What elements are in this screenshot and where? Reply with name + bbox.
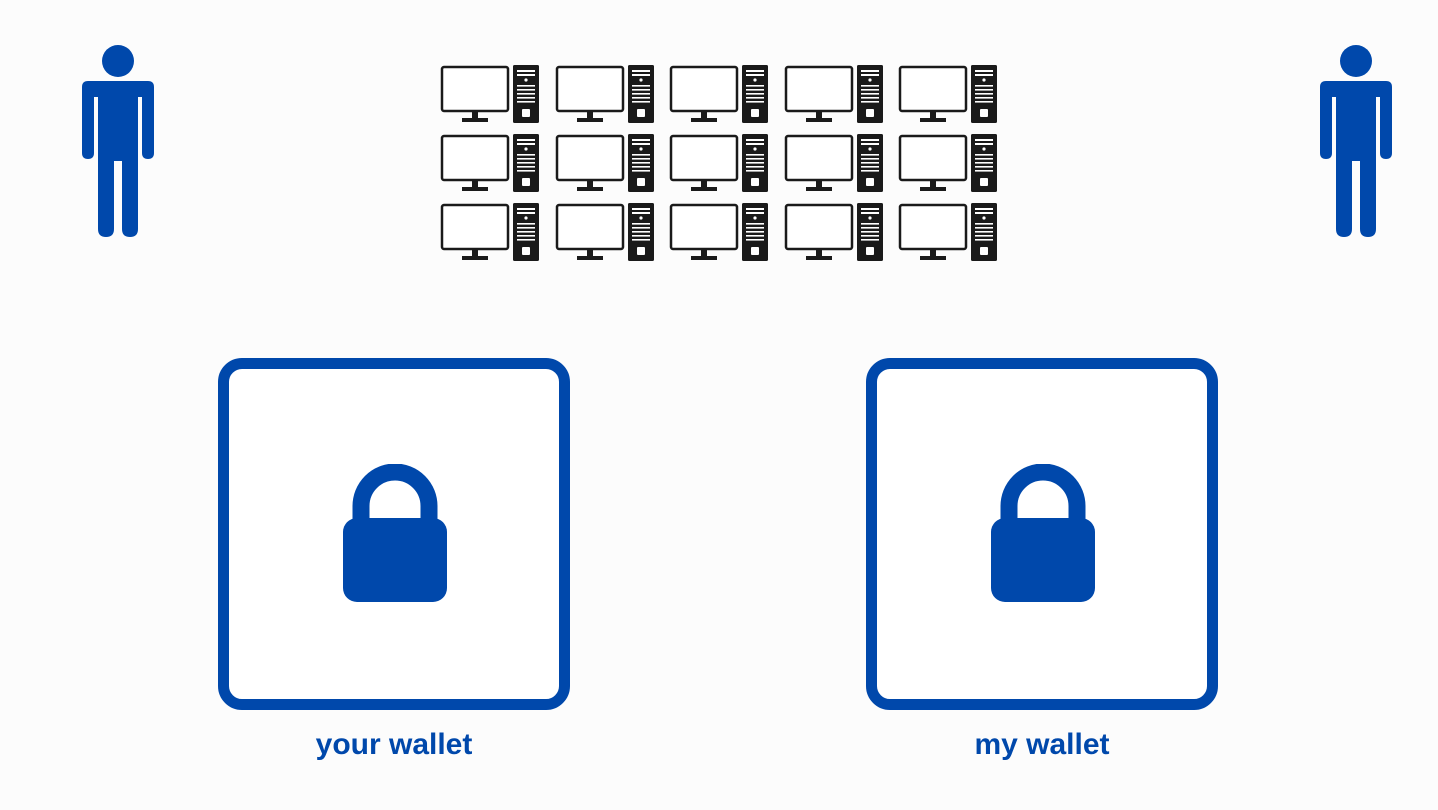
computer-icon (784, 203, 883, 261)
lock-icon (343, 464, 447, 602)
computer-icon (898, 203, 997, 261)
computer-icon (555, 134, 654, 192)
person-icon (1320, 45, 1392, 237)
computer-network (440, 65, 1000, 265)
computer-icon (784, 65, 883, 123)
wallet-label: my wallet (974, 728, 1110, 761)
computer-icon (669, 65, 768, 123)
computer-icon (898, 134, 997, 192)
computer-icon (669, 203, 768, 261)
lock-icon (991, 464, 1095, 602)
computer-icon (669, 134, 768, 192)
wallet-box-yours (218, 358, 570, 710)
wallet-label: your wallet (315, 728, 473, 761)
person-icon (82, 45, 154, 237)
computer-icon (440, 203, 539, 261)
computer-icon (555, 65, 654, 123)
computer-icon (784, 134, 883, 192)
computer-icon (440, 65, 539, 123)
computer-icon (440, 134, 539, 192)
computer-icon (898, 65, 997, 123)
computer-icon (555, 203, 654, 261)
wallet-box-mine (866, 358, 1218, 710)
